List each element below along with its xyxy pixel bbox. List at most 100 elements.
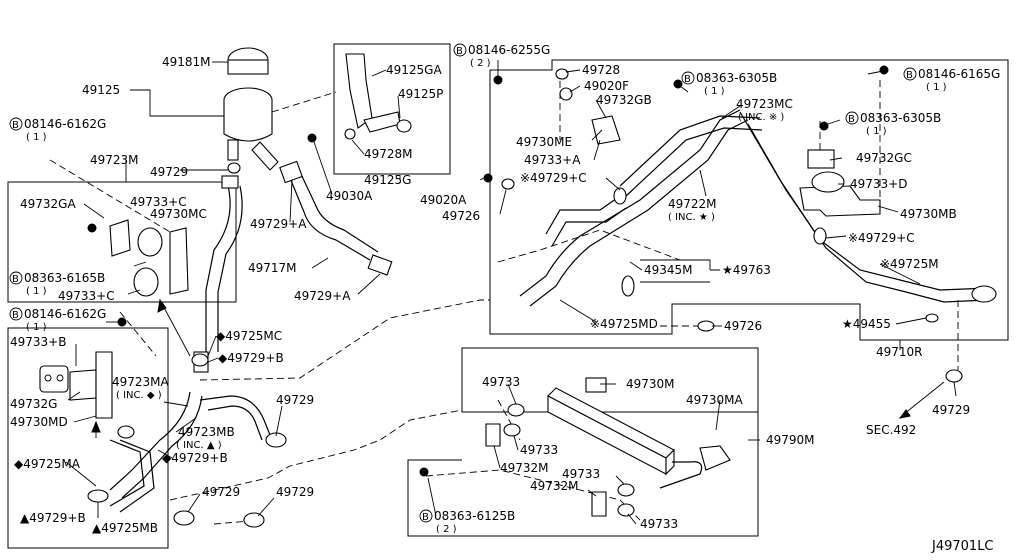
label-49725MA: ◆49725MA <box>14 457 81 471</box>
label-49020F: 49020F <box>584 79 629 93</box>
label-49733-a: 49733 <box>482 375 520 389</box>
oil-cooler-49790M <box>547 377 731 489</box>
label-49763: ★49763 <box>722 263 771 277</box>
box-right-hoses <box>489 59 1009 341</box>
label-49723M: 49723M <box>90 153 139 167</box>
diagram-code: J49701LC <box>931 539 994 554</box>
label-49729-mid: 49729 <box>276 393 314 407</box>
label-49125P: 49125P <box>398 87 443 101</box>
label-49733-d: 49733 <box>640 517 678 531</box>
label-49728: 49728 <box>582 63 620 77</box>
label-49729-bot2: 49729 <box>276 485 314 499</box>
qty-1-d: ( 1 ) <box>704 86 725 97</box>
label-49733A: 49733+A <box>524 153 581 167</box>
label-49722M: 49722M <box>668 197 717 211</box>
svg-text:B: B <box>848 114 855 125</box>
label-49729-right: 49729 <box>932 403 970 417</box>
label-49729B-b: ◆49729+B <box>162 451 228 465</box>
label-08146-6255G: 08146-6255G <box>468 43 550 57</box>
qty-1-b: ( 1 ) <box>26 286 47 297</box>
box-left-upper <box>7 181 237 303</box>
svg-text:B: B <box>684 74 691 85</box>
qty-2-a: ( 2 ) <box>470 58 491 69</box>
label-49020A: 49020A <box>420 193 467 207</box>
label-49733C-b: 49733+C <box>58 289 115 303</box>
label-49790M: 49790M <box>766 433 815 447</box>
reservoir-tank <box>223 47 279 171</box>
b-marker-2 <box>9 271 23 285</box>
label-49729A-b: 49729+A <box>294 289 351 303</box>
svg-text:B: B <box>12 310 19 321</box>
label-49726-b: 49726 <box>724 319 762 333</box>
label-49725MB: ▲49725MB <box>92 521 158 535</box>
label-49732GB: 49732GB <box>596 93 652 107</box>
box-left-lower <box>7 327 169 549</box>
label-08363-6305B-a: 08363-6305B <box>696 71 777 85</box>
b-marker-7 <box>845 111 859 125</box>
label-49125GA: 49125GA <box>386 63 442 77</box>
label-49729-bot1: 49729 <box>202 485 240 499</box>
clamps-49733 <box>485 403 635 517</box>
qty-1-a: ( 1 ) <box>26 132 47 143</box>
b-marker-6 <box>903 67 917 81</box>
hose-assembly-49723MA <box>87 391 273 513</box>
label-49732GC: 49732GC <box>856 151 912 165</box>
bracket-49730MB <box>799 149 881 217</box>
bracket-49732G <box>39 317 127 419</box>
svg-text:B: B <box>422 512 429 523</box>
small-fittings <box>117 65 963 528</box>
inc-ast: ( INC. ※ ) <box>738 112 784 123</box>
label-49725MD: ※49725MD <box>590 317 658 331</box>
label-49729C-a: ※49729+C <box>520 171 587 185</box>
label-49732M-a: 49732M <box>500 461 549 475</box>
label-49730MD: 49730MD <box>10 415 68 429</box>
label-08146-6162G-a: 08146-6162G <box>24 117 106 131</box>
label-08363-6305B-b: 08363-6305B <box>860 111 941 125</box>
label-49030A: 49030A <box>326 189 373 203</box>
b-marker-5 <box>681 71 695 85</box>
b-marker-4 <box>453 43 467 57</box>
svg-text:B: B <box>12 120 19 131</box>
label-49730MC: 49730MC <box>150 207 207 221</box>
leader-lines <box>65 60 957 525</box>
label-49729B-c: ◆49729+B <box>218 351 284 365</box>
label-49455: ★49455 <box>842 317 891 331</box>
label-49730M: 49730M <box>626 377 675 391</box>
label-49726-a: 49726 <box>442 209 480 223</box>
label-49345M: 49345M <box>644 263 693 277</box>
label-49733-b: 49733 <box>520 443 558 457</box>
qty-1-e: ( 1 ) <box>926 82 947 93</box>
label-08363-6165B: 08363-6165B <box>24 271 105 285</box>
box-oil-cooler-2 <box>407 348 759 537</box>
group-boxes <box>7 43 1009 549</box>
label-49717M: 49717M <box>248 261 297 275</box>
svg-text:B: B <box>906 70 913 81</box>
label-49125: 49125 <box>82 83 120 97</box>
label-49125G: 49125G <box>364 173 411 187</box>
inc-triangle: ( INC. ▲ ) <box>176 440 222 451</box>
bracket-49732GA <box>87 219 189 297</box>
label-49723MC: 49723MC <box>736 97 793 111</box>
labels: 49181M 49125 B 08146-6162G ( 1 ) 49723M … <box>9 43 1000 554</box>
label-49729C-b: ※49729+C <box>848 231 915 245</box>
label-49181M: 49181M <box>162 55 211 69</box>
label-49729B-a: ▲49729+B <box>20 511 86 525</box>
label-49733B: 49733+B <box>10 335 66 349</box>
label-49730ME: 49730ME <box>516 135 572 149</box>
label-49732G: 49732G <box>10 397 57 411</box>
qty-1-f: ( 1 ) <box>866 126 887 137</box>
hose-49717M <box>279 160 393 276</box>
label-49733C-a: 49733+C <box>130 195 187 209</box>
label-sec492: SEC.492 <box>866 423 916 437</box>
hose-49722M <box>519 109 997 307</box>
box-reservoir-bracket <box>333 43 451 175</box>
label-49728M: 49728M <box>364 147 413 161</box>
label-49729-top: 49729 <box>150 165 188 179</box>
inc-star: ( INC. ★ ) <box>668 212 715 223</box>
b-marker-3 <box>9 307 23 321</box>
label-49723MB: 49723MB <box>178 425 235 439</box>
label-08363-6125B: 08363-6125B <box>434 509 515 523</box>
label-49732GA: 49732GA <box>20 197 76 211</box>
label-49725MC: ◆49725MC <box>216 329 282 343</box>
